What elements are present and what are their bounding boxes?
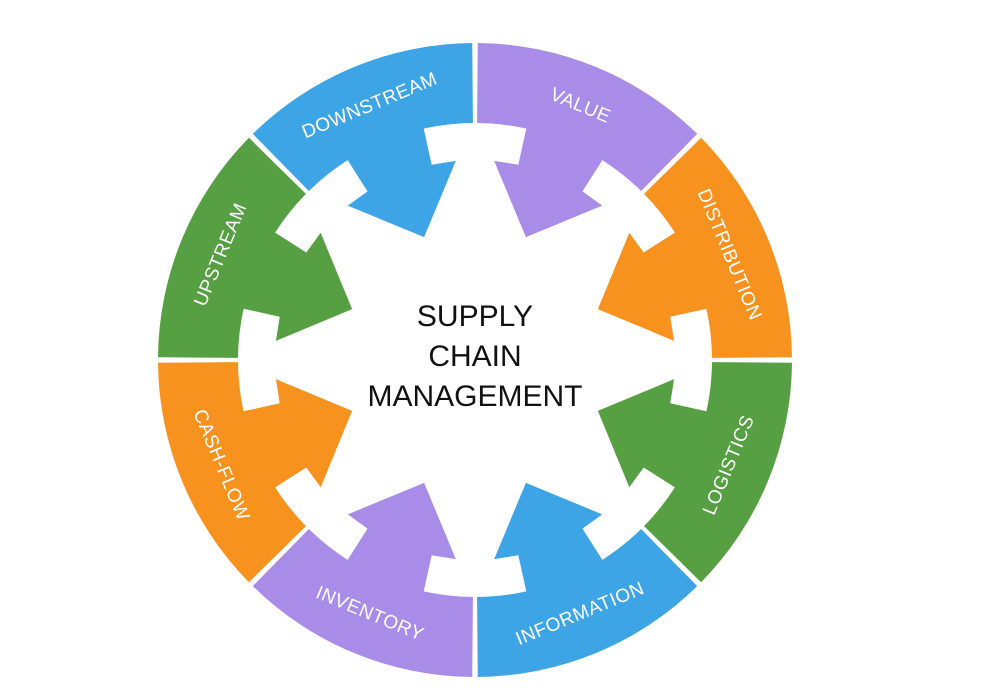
- segment-distribution: [597, 137, 792, 358]
- segment-logistics: [597, 362, 792, 583]
- center-title-line-1: SUPPLY: [417, 300, 533, 333]
- segment-downstream: [252, 43, 473, 238]
- segment-information: [477, 482, 698, 677]
- center-title-line-3: MANAGEMENT: [367, 380, 582, 413]
- segment-upstream: [158, 137, 353, 358]
- segment-cash-flow: [158, 362, 353, 583]
- segment-value: [477, 43, 698, 238]
- wheel-segments: [158, 43, 792, 677]
- center-title: SUPPLY CHAIN MANAGEMENT: [367, 300, 582, 413]
- segment-inventory: [252, 482, 473, 677]
- center-title-line-2: CHAIN: [428, 340, 521, 373]
